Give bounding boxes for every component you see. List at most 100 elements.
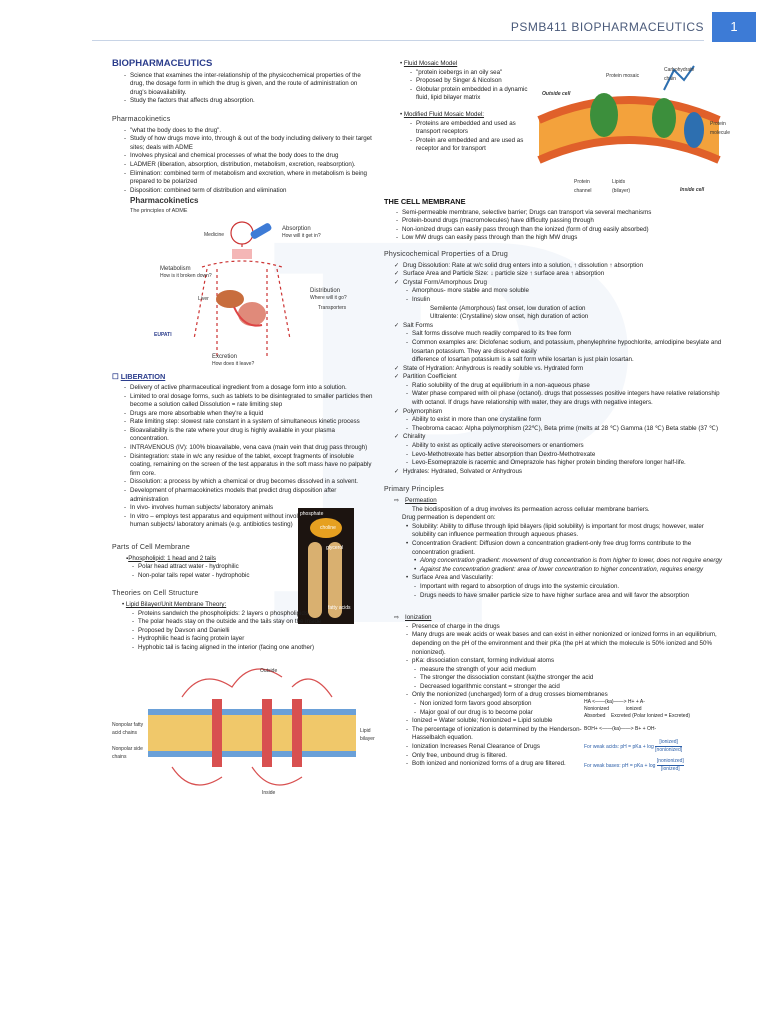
eq-base-num: [nonionized] [656,758,684,767]
list-item: Globular protein embedded in a dynamic f… [408,86,534,103]
adme-metabolism: Metabolism [160,266,191,273]
list-item: "protein icebergs in an oily sea" [408,69,534,78]
list-item: Ultralente: (Crystalline) slow onset, hi… [430,313,589,321]
liberation-title-text: LIBERATION [120,372,166,382]
list-item: Disintegration: state in w/c any residue… [122,453,374,479]
list-item: Hyphobic tail is facing aligned in the i… [130,644,374,653]
section-title-liberation: ☐ LIBERATION [112,373,374,382]
course-title: PSMB411 BIOPHARMACEUTICS [510,20,704,34]
body-illustration [193,221,291,360]
eq-absorbed: Absorbed [584,713,606,720]
adme-absorption-q: How will it get in? [282,233,321,240]
list-item: Salt Forms [394,322,724,331]
list-item: Elimination: combined term of metabolism… [122,170,374,187]
adme-medicine: Medicine [204,232,225,239]
permeation-text: Permeation [405,497,437,504]
phospholipid-lead: ▪Phospholipid: 1 head and 2 tails [126,554,216,562]
equation-box: HA <——(ka)——> H+ + A- Nonionized ionized… [584,699,724,773]
phospholipid-lead-text: Phospholipid: 1 head and 2 tails [128,554,216,562]
list-item: Study of how drugs move into, through & … [122,135,374,152]
section-title-biopharmaceutics: BIOPHARMACEUTICS [112,58,213,69]
theory-lead: • Lipid Bilayer/Unit Membrane Theory: [122,600,227,608]
eq-nonionized: Nonionized [584,706,610,713]
ionization-list: Ionization Presence of charge in the dru… [394,614,724,691]
section-title-pharmacokinetics: Pharmacokinetics [112,115,171,123]
phospho-phosphate: phosphate [300,511,324,517]
mosaic-protein-label: Protein mosaic [606,73,640,79]
eq-base-row: BOH+ <——(ka)——> B+ + OH- [584,726,724,733]
phospho-glycerol: glycerol [326,545,344,551]
phospho-choline: choline [320,525,336,531]
list-item: Bioavailability is the rate where your d… [122,427,374,444]
right-column: • Fluid Mosaic Model "protein icebergs i… [384,60,730,772]
list-item: Science that examines the inter-relation… [122,72,374,98]
list-item: Ratio solubility of the drug at equilibr… [404,382,724,391]
list-item: Drugs are more absorbable when they're a… [122,410,374,419]
list-item: INTRAVENOUS (IV): 100% bioavailable, ven… [122,444,374,453]
list-item: Drug permeation is dependent on: [402,514,496,522]
permeation-heading: Permeation [394,497,724,506]
bilayer-outside: Outside [260,667,278,674]
list-item: Low MW drugs can easily pass through tha… [394,234,724,243]
adme-distribution: Distribution [310,288,341,295]
list-item: Surface Area and Particle Size: ↓ partic… [394,270,724,279]
liberation-list: Delivery of active pharmaceutical ingred… [122,384,374,530]
list-item: measure the strength of your acid medium [412,666,724,675]
fatty-tail-right [328,542,342,618]
section-title-cell-membrane: THE CELL MEMBRANE [384,197,466,206]
list-item: Major goal of our drug is to become pola… [412,709,584,718]
list-item: Water phase compared with oil phase (oct… [404,390,724,407]
list-item: Semi-permeable membrane, selective barri… [394,209,724,218]
ionization-text: Ionization [405,614,432,622]
eq-boh-products: B+ + OH- [635,726,657,733]
adme-excretion-q: How does it leave? [212,361,255,368]
list-item: Dissolution: a process by which a chemic… [122,478,374,487]
eq-acid-row: HA <——(ka)——> H+ + A- [584,699,724,706]
list-item: Crystal Form/Amorphous Drug [394,279,724,288]
list-item: State of Hydration: Anhydrous is readily… [394,365,724,374]
bilayer-nonpolar-label: Nonpolar fatty acid chains [112,721,144,737]
list-item: Along concentration gradient: movement o… [412,557,724,566]
eq-boh: BOH+ [584,726,598,733]
lipid-bilayer-figure: Outside Inside Nonpolar fatty acid chain… [112,657,375,807]
list-item: Common examples are: Diclofenac sodium, … [404,339,724,356]
eq-acid-labels: Nonionized ionized [584,706,724,713]
checkbox-icon: ☐ [112,372,121,382]
section-title-primary: Primary Principles [384,486,444,494]
mosaic-outside: Outside cell [542,91,571,97]
phospho-fatty: fatty acids [328,605,351,611]
list-item: Important with regard to absorption of d… [412,583,724,592]
list-item: Ionization Increases Renal Clearance of … [404,743,584,752]
list-item: difference of losartan potassium is a sa… [412,356,634,364]
adme-transporters: Transporters [318,305,347,312]
list-item: The stronger the dissociation constant (… [412,674,724,683]
list-item: Proteins sandwich the phospholipids: 2 l… [130,610,374,619]
list-item: Hydrates: Hydrated, Solvated or Anhydrou… [394,468,724,477]
list-item: Salt forms dissolve much readily compare… [404,330,724,339]
models-text: • Fluid Mosaic Model "protein icebergs i… [384,60,534,154]
fluid-list: "protein icebergs in an oily sea" Propos… [408,69,534,103]
header-rule [92,40,704,41]
ionization-heading: Ionization [394,614,724,623]
list-item: Proposed by Singer & Nicolson [408,77,534,86]
adme-figure: Pharmacokinetics The principles of ADME … [112,197,374,368]
ionization-lower: Only the nonionized (uncharged) form of … [384,691,724,772]
list-item: Levo-Esomeprazole is racemic and Omepraz… [404,459,724,468]
phospholipid-figure: phosphate choline glycerol fatty acids [298,508,354,624]
list-item: Study the factors that affects drug abso… [122,97,374,106]
cell-membrane-parts: Parts of Cell Membrane ▪Phospholipid: 1 … [112,508,374,624]
list-item: Disposition: combined term of distributi… [122,187,374,196]
physicochemical-list: Drug Dissolution: Rate at w/c solid drug… [394,262,724,477]
pk-list: "what the body does to the drug". Study … [122,127,374,196]
eq-acid-num: [ionized] [655,739,683,748]
list-item: Partition Coefficient [394,373,724,382]
eq-arrow-2: <——(ka)——> [599,726,634,733]
list-item: Decreased logarithmic constant = stronge… [412,683,724,692]
list-item: Surface Area and Vascularity: [404,574,724,583]
parts-list: Polar head attract water - hydrophilic N… [130,563,374,580]
mosaic-channel: Protein channel [574,179,592,194]
ionization-list-2: Only the nonionized (uncharged) form of … [394,691,608,768]
eq-acid-formula: For weak acids: pH = pKa + log [ionized]… [584,739,724,754]
mosaic-inside: Inside cell [680,187,705,193]
list-item: Concentration Gradient: Diffusion down a… [404,540,724,557]
